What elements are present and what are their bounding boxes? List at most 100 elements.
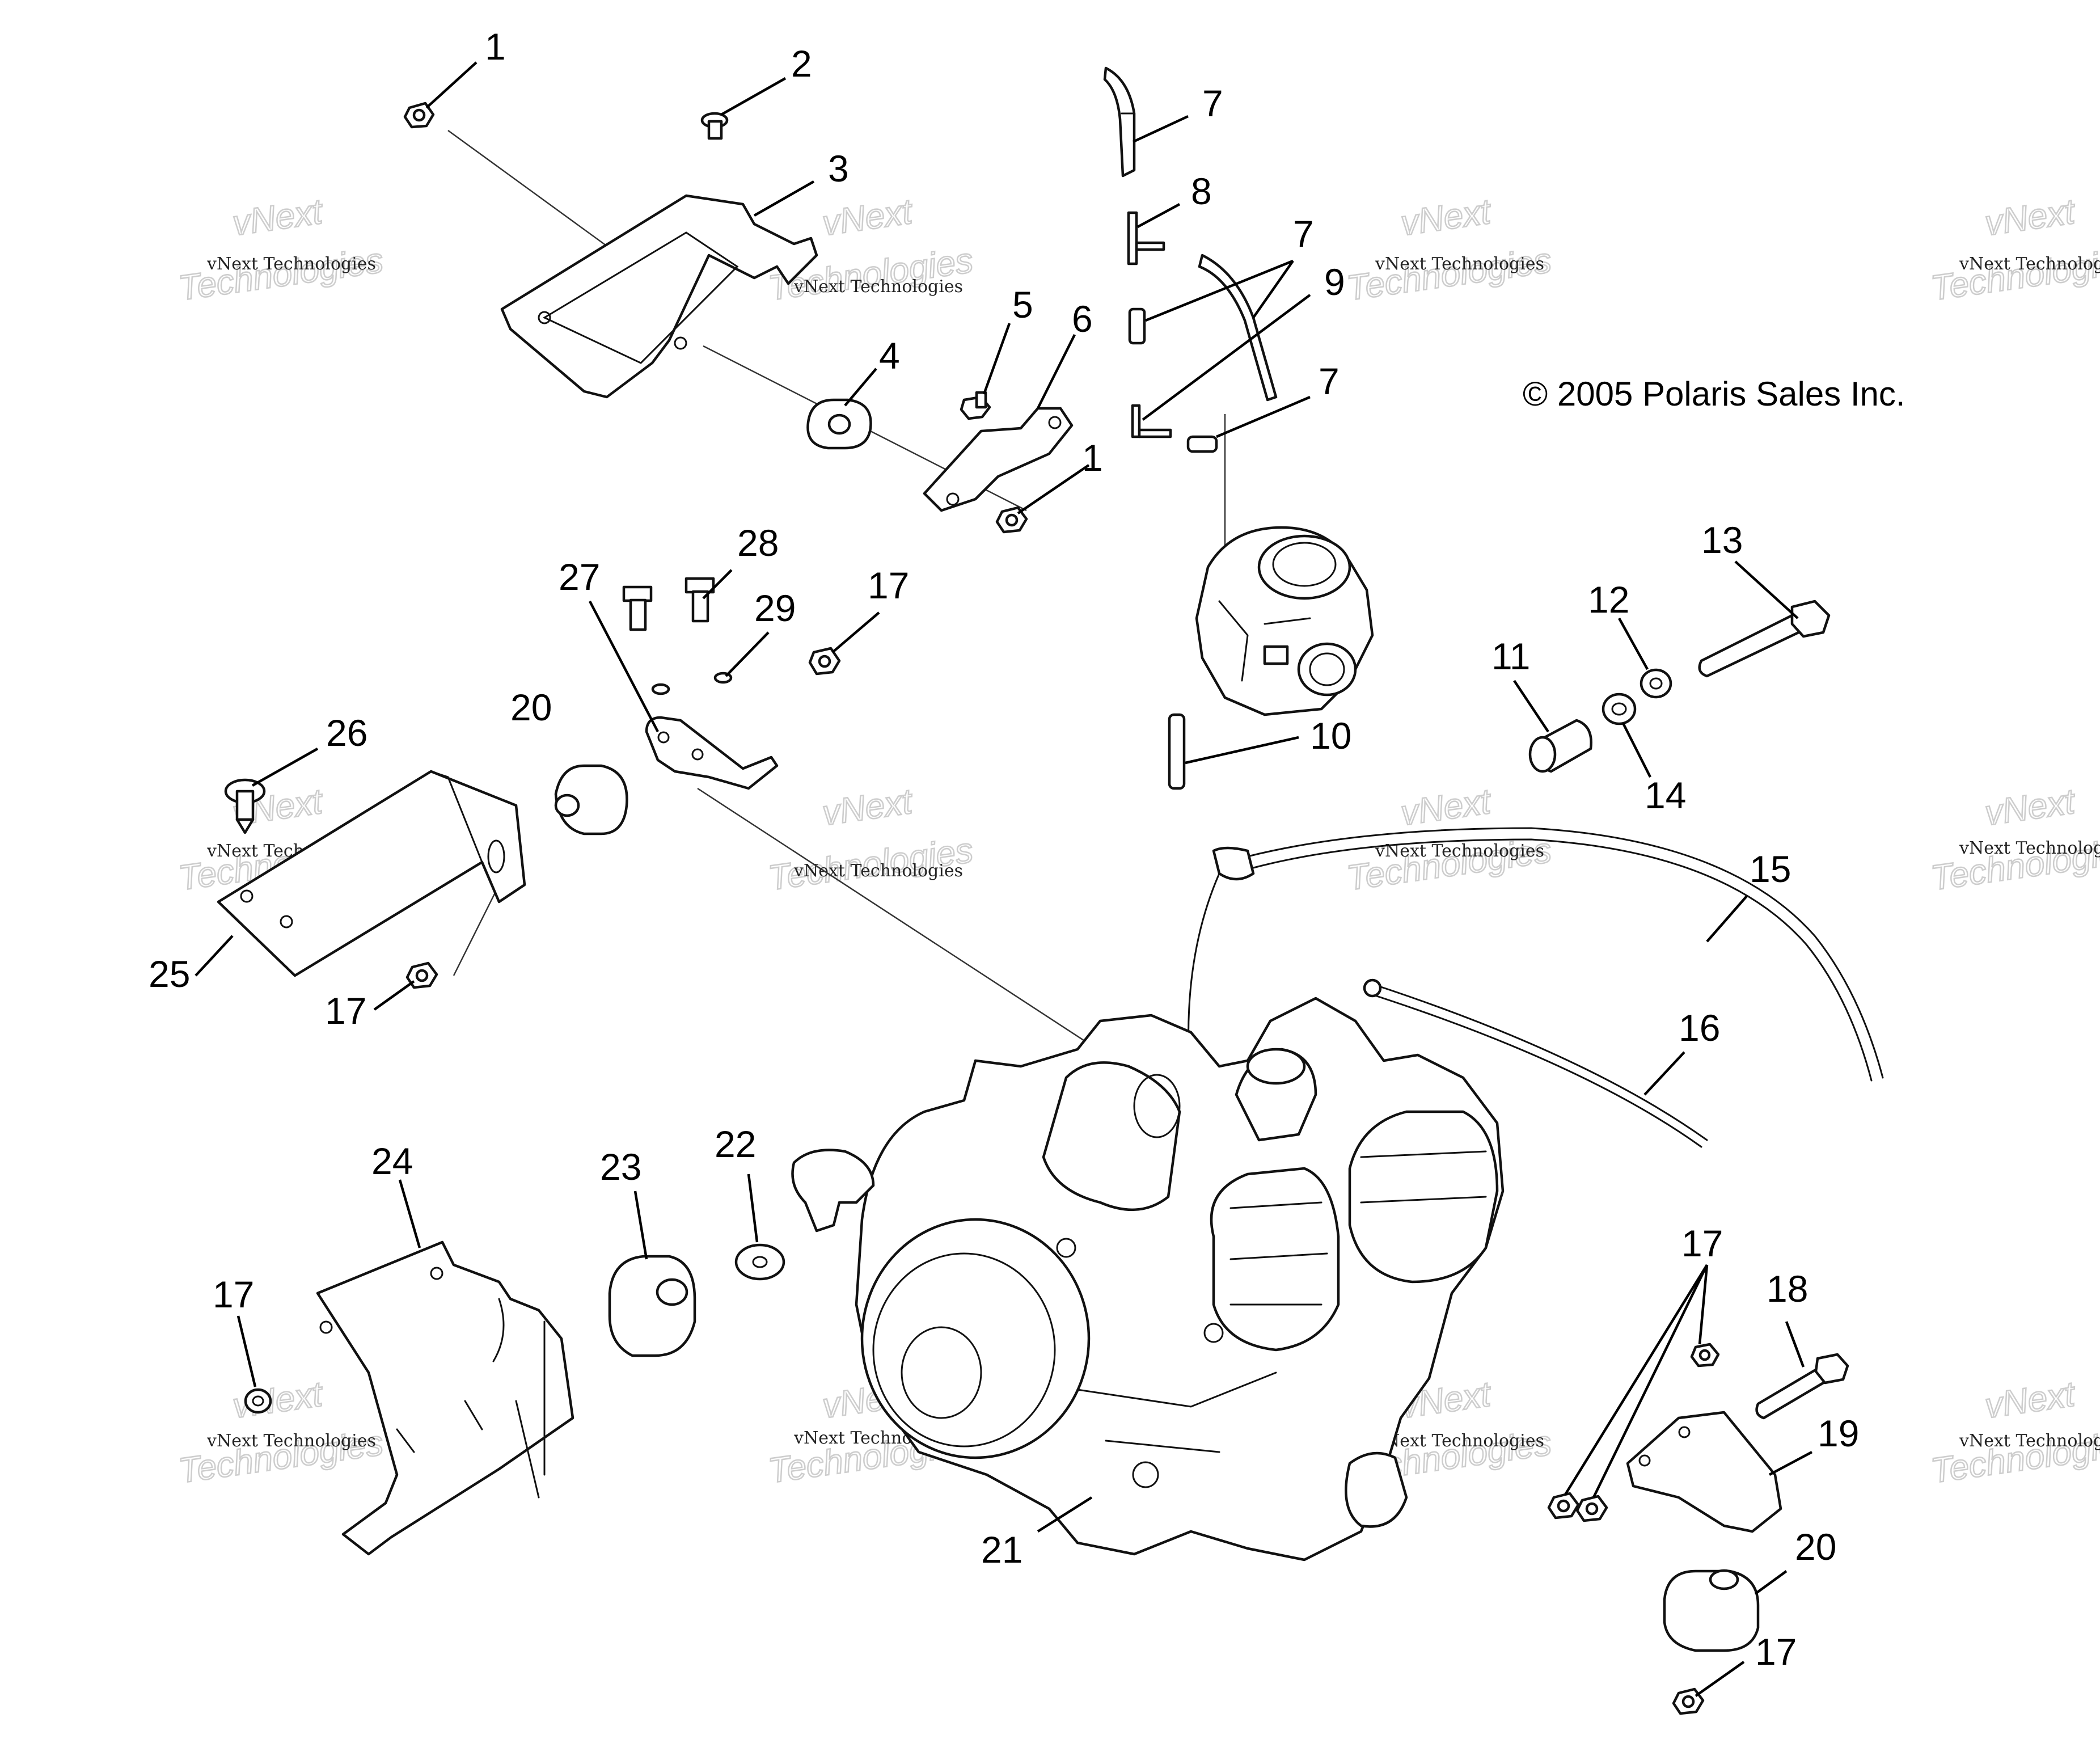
svg-text:vNext: vNext bbox=[1398, 782, 1494, 833]
part-bracket-24 bbox=[316, 1240, 574, 1556]
part-carburetor bbox=[1195, 526, 1374, 716]
part-plate-6 bbox=[923, 407, 1074, 512]
watermark-text: vNext Technologies bbox=[1959, 838, 2100, 858]
callout-10: 10 bbox=[1310, 715, 1351, 757]
part-washer-17-left bbox=[244, 1388, 272, 1414]
part-mount-20-top bbox=[554, 764, 628, 835]
part-bracket-3 bbox=[500, 194, 818, 399]
callout-1: 1 bbox=[1082, 437, 1103, 479]
part-washer-29 bbox=[651, 672, 733, 695]
callout-16: 16 bbox=[1679, 1007, 1720, 1049]
part-bolt-13 bbox=[1698, 600, 1831, 678]
callout-20: 20 bbox=[510, 686, 552, 728]
part-hose-7-top bbox=[1103, 66, 1136, 178]
callout-17: 17 bbox=[213, 1273, 254, 1315]
part-fitting-9 bbox=[1131, 404, 1172, 438]
callout-5: 5 bbox=[1012, 284, 1033, 326]
svg-text:vNext: vNext bbox=[230, 192, 326, 243]
part-bolt-27 bbox=[622, 585, 653, 631]
svg-text:vNext: vNext bbox=[820, 192, 916, 243]
part-bolt-2 bbox=[700, 112, 729, 140]
part-mount-20-bottom bbox=[1663, 1569, 1760, 1652]
callout-22: 22 bbox=[715, 1123, 756, 1165]
part-engine-21 bbox=[791, 997, 1505, 1561]
callout-8: 8 bbox=[1191, 170, 1212, 212]
part-bolt-28 bbox=[684, 577, 715, 623]
watermark-text: vNext Technologies bbox=[1959, 1431, 2100, 1451]
watermark-text: vNext Technologies bbox=[1375, 1431, 1544, 1451]
callout-27: 27 bbox=[559, 556, 600, 598]
part-nut-1 bbox=[403, 102, 435, 129]
callout-7: 7 bbox=[1202, 82, 1223, 124]
watermark: vNext Technologies bbox=[175, 191, 386, 309]
svg-text:Technologies: Technologies bbox=[176, 240, 386, 308]
callout-21: 21 bbox=[981, 1529, 1022, 1571]
part-nut-17-left bbox=[405, 961, 438, 989]
callout-23: 23 bbox=[600, 1146, 641, 1188]
part-bolt-5 bbox=[960, 391, 991, 420]
callout-26: 26 bbox=[326, 712, 367, 754]
part-hose-7-long bbox=[1198, 254, 1278, 402]
part-cable-15 bbox=[1188, 827, 1884, 1090]
watermark: vNext Technologies bbox=[175, 1374, 386, 1492]
part-nut-17-mid bbox=[808, 647, 841, 676]
part-cable-16 bbox=[1363, 978, 1708, 1148]
callout-7: 7 bbox=[1293, 213, 1314, 255]
part-mount-23 bbox=[608, 1255, 696, 1357]
watermark-text: vNext Technologies bbox=[206, 1431, 376, 1451]
watermark: vNext Technologies bbox=[1928, 1374, 2100, 1492]
copyright-text: © 2005 Polaris Sales Inc. bbox=[1523, 375, 1905, 413]
svg-text:Technologies: Technologies bbox=[1345, 240, 1554, 308]
callout-6: 6 bbox=[1072, 298, 1093, 340]
watermark: vNext Technologies bbox=[1928, 781, 2100, 899]
watermark: vNext Technologies bbox=[1928, 191, 2100, 309]
callout-1: 1 bbox=[485, 26, 506, 67]
svg-text:vNext: vNext bbox=[1983, 1374, 2078, 1426]
part-hose-7-small bbox=[1186, 435, 1218, 453]
part-spacer-11 bbox=[1528, 719, 1592, 773]
callout-28: 28 bbox=[737, 522, 779, 564]
part-washer-22 bbox=[734, 1243, 785, 1281]
watermark-text: vNext Technologies bbox=[793, 277, 963, 297]
watermark-text: vNext Technologies bbox=[793, 861, 963, 881]
callout-17: 17 bbox=[868, 564, 909, 606]
callout-14: 14 bbox=[1645, 774, 1686, 816]
callout-25: 25 bbox=[149, 953, 190, 995]
part-bracket-25 bbox=[217, 770, 526, 977]
part-nut-17-right bbox=[1547, 1343, 1720, 1522]
part-washer-14 bbox=[1602, 693, 1637, 725]
callout-11: 11 bbox=[1491, 635, 1531, 677]
callout-18: 18 bbox=[1767, 1268, 1808, 1310]
callout-19: 19 bbox=[1818, 1412, 1859, 1454]
watermark: vNext Technologies bbox=[1343, 191, 1554, 309]
svg-text:vNext: vNext bbox=[1983, 782, 2078, 833]
part-bracket-27 bbox=[645, 716, 779, 790]
part-bolt-18 bbox=[1755, 1353, 1849, 1420]
callout-15: 15 bbox=[1750, 848, 1791, 890]
callout-12: 12 bbox=[1588, 579, 1629, 621]
callout-9: 9 bbox=[1324, 261, 1345, 303]
svg-text:vNext: vNext bbox=[820, 782, 916, 833]
leader-lines bbox=[195, 61, 1813, 1697]
svg-text:vNext: vNext bbox=[1398, 192, 1494, 243]
part-washer-12 bbox=[1640, 668, 1672, 699]
svg-text:vNext: vNext bbox=[1983, 192, 2078, 243]
callout-17: 17 bbox=[1681, 1222, 1723, 1264]
svg-text:Technologies: Technologies bbox=[1929, 240, 2100, 308]
watermark-text: vNext Technologies bbox=[206, 254, 376, 274]
part-bracket-19 bbox=[1626, 1411, 1782, 1533]
part-mount-4 bbox=[806, 398, 872, 450]
callout-13: 13 bbox=[1701, 519, 1743, 561]
part-hose-7-short bbox=[1128, 307, 1146, 345]
watermark-text: vNext Technologies bbox=[1959, 254, 2100, 274]
callout-24: 24 bbox=[371, 1140, 413, 1182]
callout-17: 17 bbox=[1755, 1631, 1797, 1673]
callout-7: 7 bbox=[1319, 360, 1340, 402]
part-tube-10 bbox=[1168, 713, 1186, 790]
callout-20: 20 bbox=[1795, 1526, 1836, 1568]
callout-17: 17 bbox=[325, 990, 366, 1032]
callout-numbers: 1 2 3 4 5 6 7 8 7 9 7 1 10 11 12 13 14 1… bbox=[149, 26, 1859, 1673]
part-fitting-8 bbox=[1127, 211, 1165, 265]
watermark-text: vNext Technologies bbox=[1375, 254, 1544, 274]
